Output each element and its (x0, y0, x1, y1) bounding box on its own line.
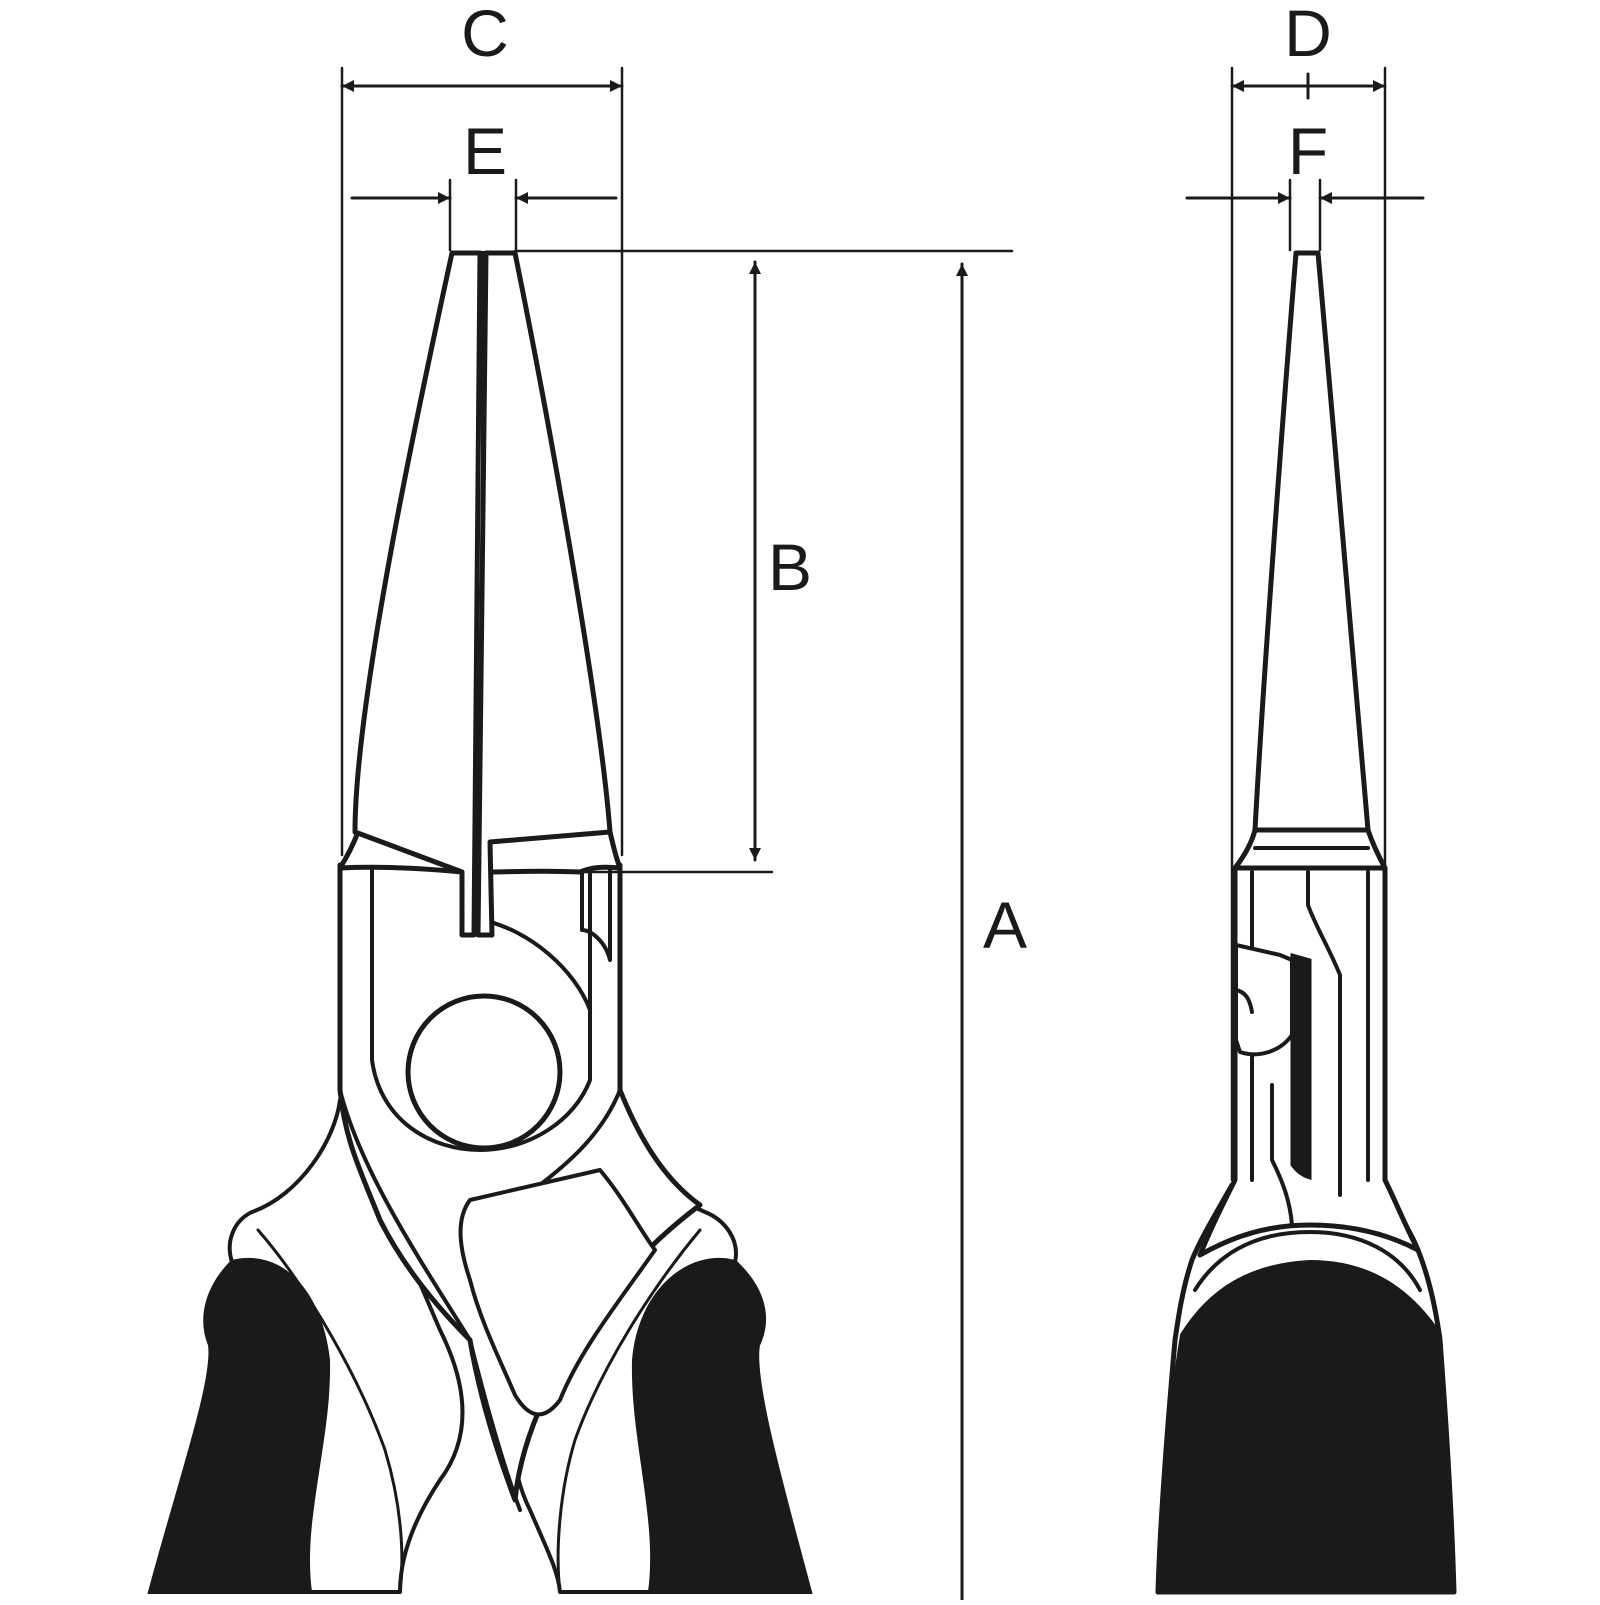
side-center-plate (1290, 953, 1312, 1181)
front-pivot-rivet (405, 993, 563, 1151)
dimension-labels: C E B A D F (461, 0, 1332, 962)
front-view (147, 250, 813, 1594)
front-window (458, 1168, 657, 1417)
front-left-grip (147, 1257, 331, 1594)
label-f: F (1288, 114, 1328, 188)
front-right-jaw (475, 250, 613, 938)
side-view (1155, 250, 1457, 1595)
side-jaw (1252, 250, 1371, 833)
label-b: B (768, 530, 812, 604)
front-view-dimensions (340, 66, 1014, 1602)
side-view-dimensions (1185, 66, 1425, 1182)
front-right-grip (631, 1257, 813, 1594)
label-a: A (983, 888, 1027, 962)
side-grip (1155, 1259, 1457, 1594)
label-c: C (461, 0, 509, 70)
label-e: E (463, 114, 507, 188)
label-d: D (1284, 0, 1332, 70)
front-left-jaw (352, 250, 483, 938)
